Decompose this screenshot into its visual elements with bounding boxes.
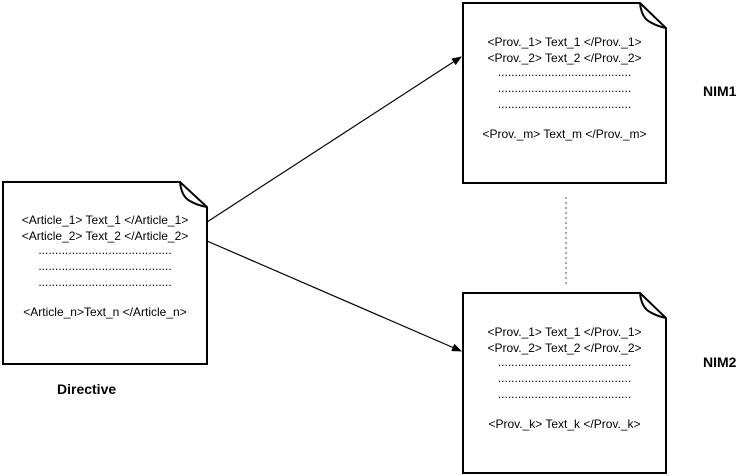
nim2-ellipsis-3: ........................................ (497, 388, 632, 401)
directive-content: <Article_1> Text_1 </Article_1> <Article… (3, 212, 207, 320)
arrow-directive-to-nim2 (206, 240, 462, 352)
arrow-directive-to-nim1 (206, 56, 462, 223)
nim1-ellipsis-3: ........................................ (497, 98, 632, 111)
directive-ellipsis-2: ........................................ (38, 260, 172, 273)
nim1-ellipsis-2: ........................................ (497, 82, 632, 95)
nim2-line-2: <Prov._2> Text_2 </Prov._2> (487, 341, 642, 355)
directive-ellipsis-1: ........................................ (38, 244, 172, 257)
nim1-line-2: <Prov._2> Text_2 </Prov._2> (487, 51, 642, 65)
directive-line-1: <Article_1> Text_1 </Article_1> (21, 213, 189, 227)
nim2-ellipsis-1: ........................................ (497, 356, 632, 369)
nim2-document-shape (462, 292, 667, 474)
nim2-caption: NIM2 (703, 354, 737, 370)
nim1-ellipsis-1: ........................................ (497, 66, 632, 79)
directive-caption: Directive (57, 381, 117, 397)
directive-ellipsis-3: ........................................ (38, 276, 172, 289)
nim2-content: <Prov._1> Text_1 </Prov._1> <Prov._2> Te… (463, 324, 666, 432)
nim2-ellipsis-2: ........................................ (497, 372, 632, 385)
nim2-line-1: <Prov._1> Text_1 </Prov._1> (487, 325, 642, 339)
directive-document-shape (2, 181, 208, 365)
nim1-content: <Prov._1> Text_1 </Prov._1> <Prov._2> Te… (463, 34, 666, 142)
directive-last-line: <Article_n>Text_n </Article_n> (23, 305, 187, 319)
nim1-document-shape (462, 1, 667, 184)
directive-line-2: <Article_2> Text_2 </Article_2> (21, 229, 189, 243)
nim1-line-1: <Prov._1> Text_1 </Prov._1> (487, 35, 642, 49)
nim1-last-line: <Prov._m> Text_m </Prov._m> (482, 127, 647, 141)
nim1-caption: NIM1 (703, 83, 737, 99)
nim2-last-line: <Prov._k> Text_k </Prov._k> (488, 417, 641, 431)
